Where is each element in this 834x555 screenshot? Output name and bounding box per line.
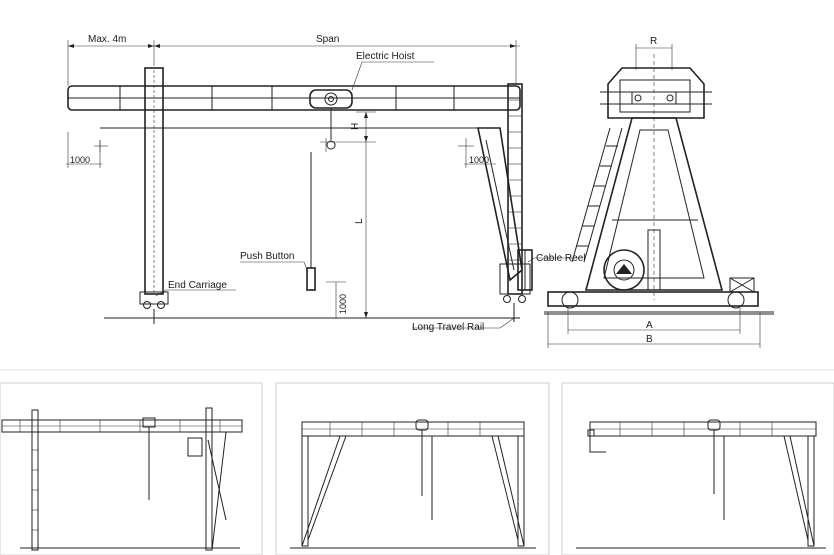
label-dim-1000-left: 1000 [70,155,90,165]
right-leg [477,83,531,322]
thumbnail-3 [561,382,834,555]
thumbnail-2 [275,382,550,555]
label-a: A [646,320,653,331]
label-dim-1000-vertical: 1000 [338,294,348,314]
label-electric-hoist: Electric Hoist [356,51,415,62]
label-h: H [350,123,361,130]
label-span: Span [316,34,339,45]
left-leg [144,67,164,295]
label-cable-reel: Cable Reel [536,253,585,264]
left-end-carriage [139,291,169,324]
end-elevation [544,44,774,348]
side-elevation [66,40,582,329]
height-dimensions [320,111,376,318]
label-end-carriage: End Carriage [168,280,227,291]
thumbnail-1 [0,382,263,555]
label-b: B [646,334,653,345]
label-l: L [354,218,365,224]
main-girder [67,85,521,129]
label-dim-1000-right: 1000 [469,155,489,165]
label-push-button: Push Button [240,251,294,262]
electric-hoist [309,89,353,150]
label-long-travel-rail: Long Travel Rail [412,322,484,333]
label-r: R [650,36,657,47]
cable-reel [517,249,533,291]
push-button-pendant [306,152,316,291]
top-dimensions [67,40,520,86]
hook-approach-dimensions [66,132,496,168]
leader-lines [155,61,582,329]
label-max-overhang: Max. 4m [88,34,126,45]
